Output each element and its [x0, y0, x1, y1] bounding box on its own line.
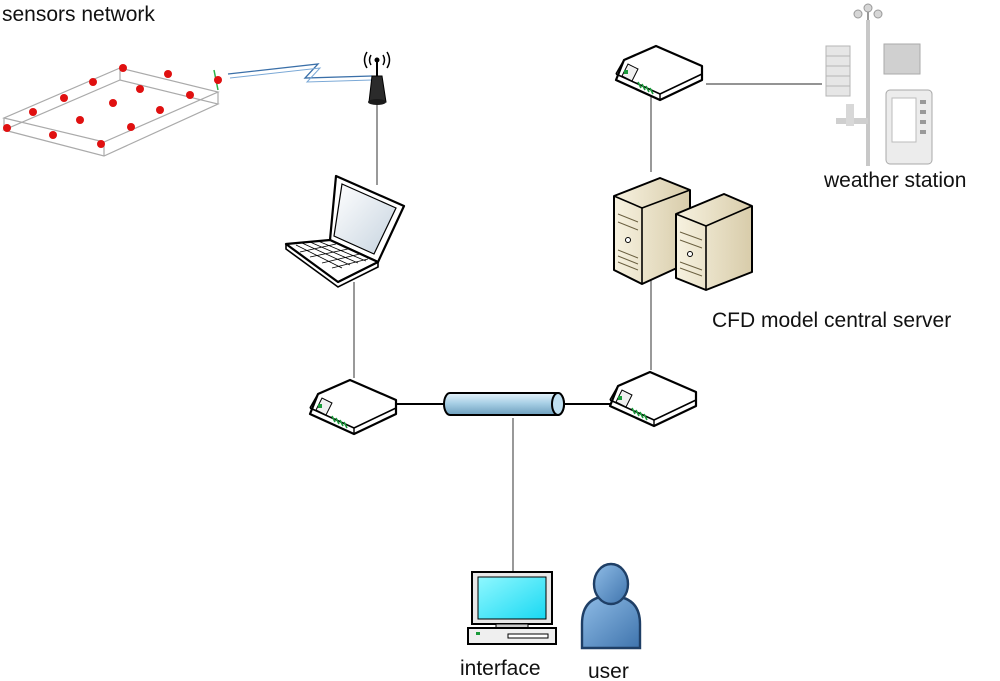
user-icon: [580, 562, 642, 650]
desktop-computer-icon: [467, 571, 557, 645]
sensor-node: [60, 94, 68, 102]
cfd-server-label: CFD model central server: [712, 309, 951, 332]
sensor-node: [156, 106, 164, 114]
network-backbone-icon: [443, 392, 565, 416]
connection-lines: [353, 83, 822, 572]
server-tower-icon: [675, 193, 753, 291]
sensor-node: [127, 123, 135, 131]
sensor-node: [109, 99, 117, 107]
antenna-icon: [363, 51, 391, 105]
weather-station-icon: [825, 3, 933, 166]
sensor-node: [119, 64, 127, 72]
sensor-node: [136, 85, 144, 93]
sensor-node: [89, 78, 97, 86]
router-icon: [614, 44, 704, 102]
wireless-link-icon: [227, 63, 373, 79]
sensor-node: [97, 140, 105, 148]
sensors-network-label: sensors network: [2, 3, 155, 26]
user-label: user: [588, 660, 629, 681]
sensor-node: [186, 91, 194, 99]
laptop-icon: [284, 174, 406, 288]
sensor-node: [3, 124, 11, 132]
interface-label: interface: [460, 657, 541, 680]
sensor-node: [214, 76, 222, 84]
sensor-grid-icon: [2, 64, 222, 157]
sensor-node: [76, 116, 84, 124]
weather-station-label: weather station: [823, 169, 966, 192]
sensor-node: [29, 108, 37, 116]
sensor-node: [49, 131, 57, 139]
sensor-node: [164, 70, 172, 78]
router-icon: [308, 378, 398, 436]
router-icon: [608, 370, 698, 428]
